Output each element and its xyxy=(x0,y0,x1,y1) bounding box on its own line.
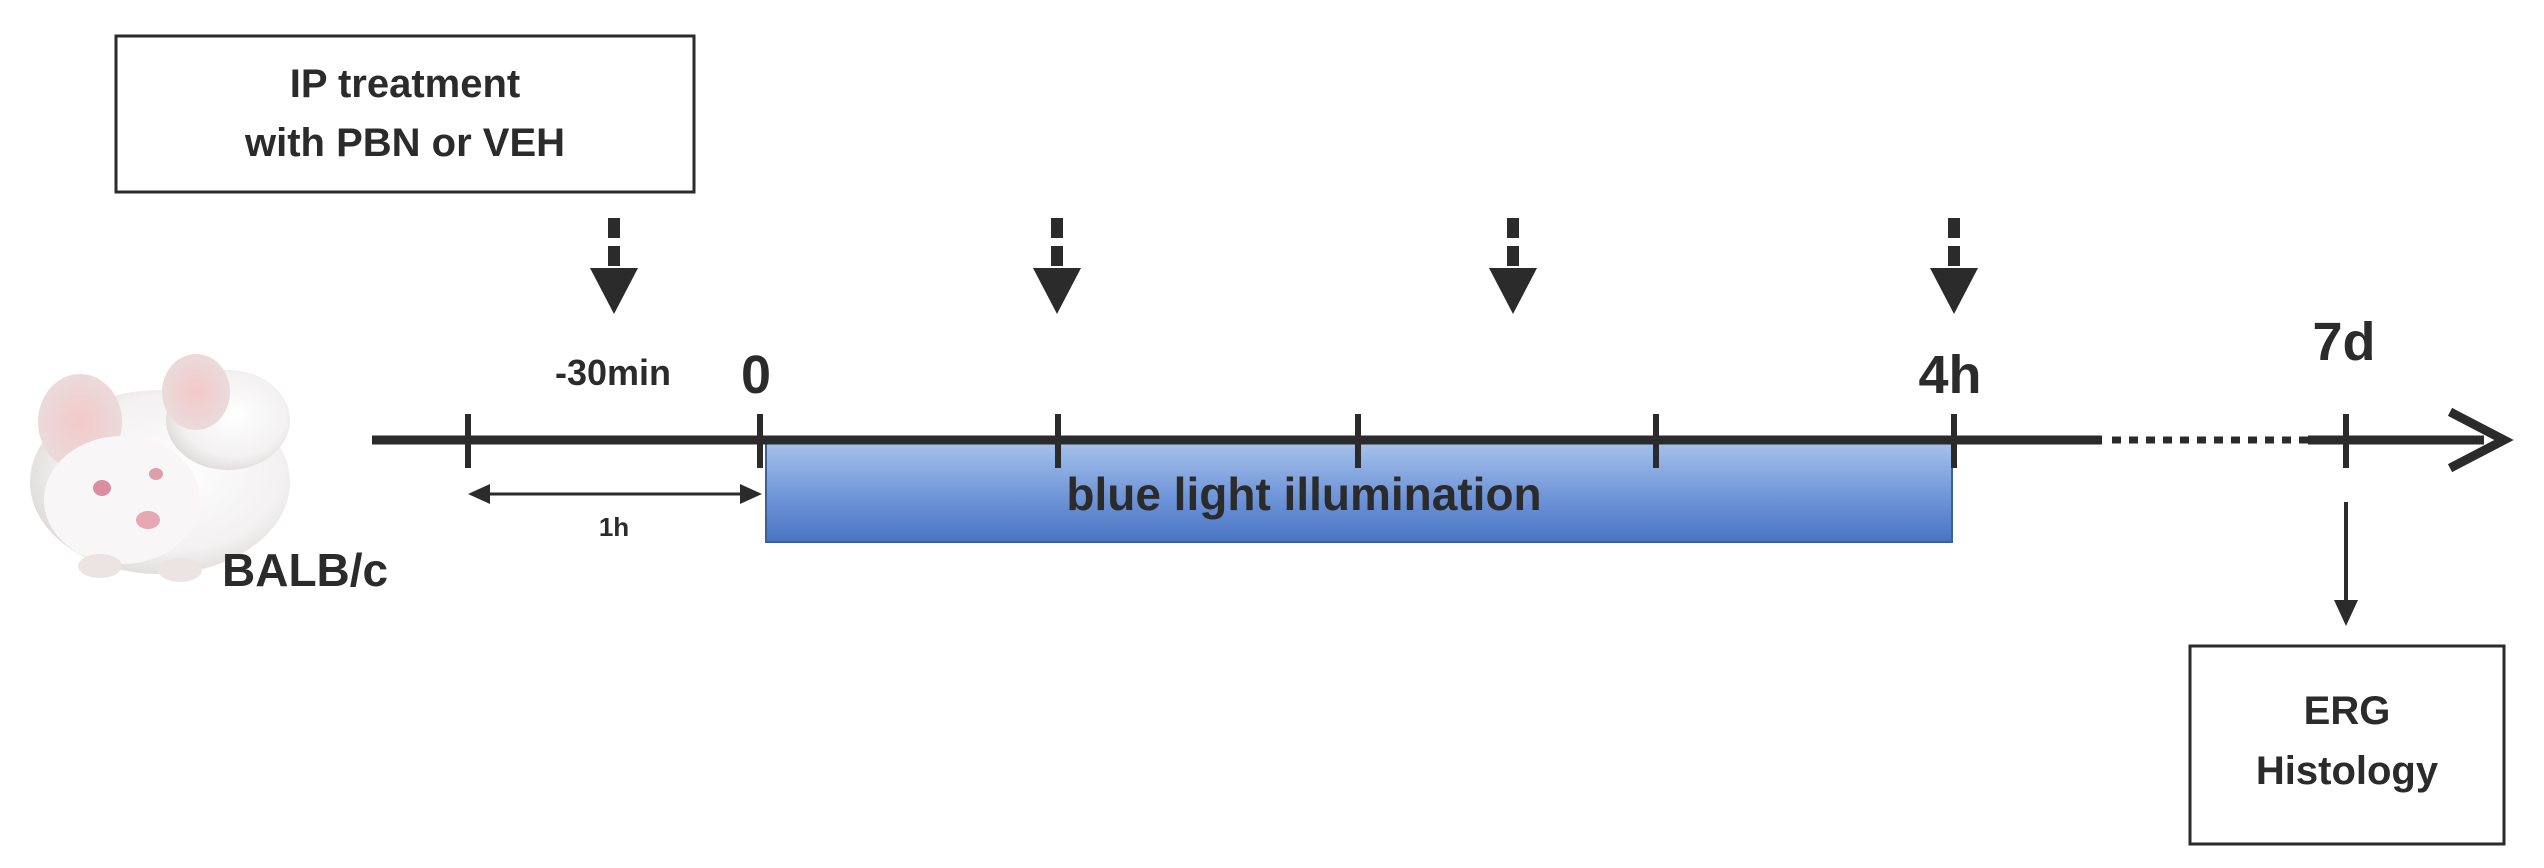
dose-arrow-2-5h xyxy=(1489,218,1537,314)
outcome-line-histology: Histology xyxy=(2256,749,2439,793)
treatment-line-1: IP treatment xyxy=(290,62,520,106)
time-label-4h: 4h xyxy=(1918,345,1981,405)
timeline-axis xyxy=(372,407,2514,473)
dose-arrow-4h xyxy=(1930,218,1978,314)
illumination-label: blue light illumination xyxy=(1066,468,1541,520)
outcome-box: ERG Histology xyxy=(2188,644,2506,846)
mouse-illustration xyxy=(30,354,290,582)
interval-arrow-1h: 1h xyxy=(468,484,762,542)
timeline-ticks xyxy=(465,414,2349,468)
outcome-arrow xyxy=(2334,502,2358,626)
treatment-box: IP treatment with PBN or VEH xyxy=(114,34,696,194)
treatment-line-2: with PBN or VEH xyxy=(244,121,565,165)
time-label-zero: 0 xyxy=(741,345,771,405)
dose-arrow-1h xyxy=(1033,218,1081,314)
time-label-7d: 7d xyxy=(2312,312,2375,372)
outcome-line-erg: ERG xyxy=(2304,689,2391,733)
interval-label-1h: 1h xyxy=(599,512,629,542)
dose-arrow-minus30 xyxy=(590,218,638,314)
mouse-strain-label: BALB/c xyxy=(222,544,388,596)
time-label-minus30min: -30min xyxy=(555,352,671,393)
